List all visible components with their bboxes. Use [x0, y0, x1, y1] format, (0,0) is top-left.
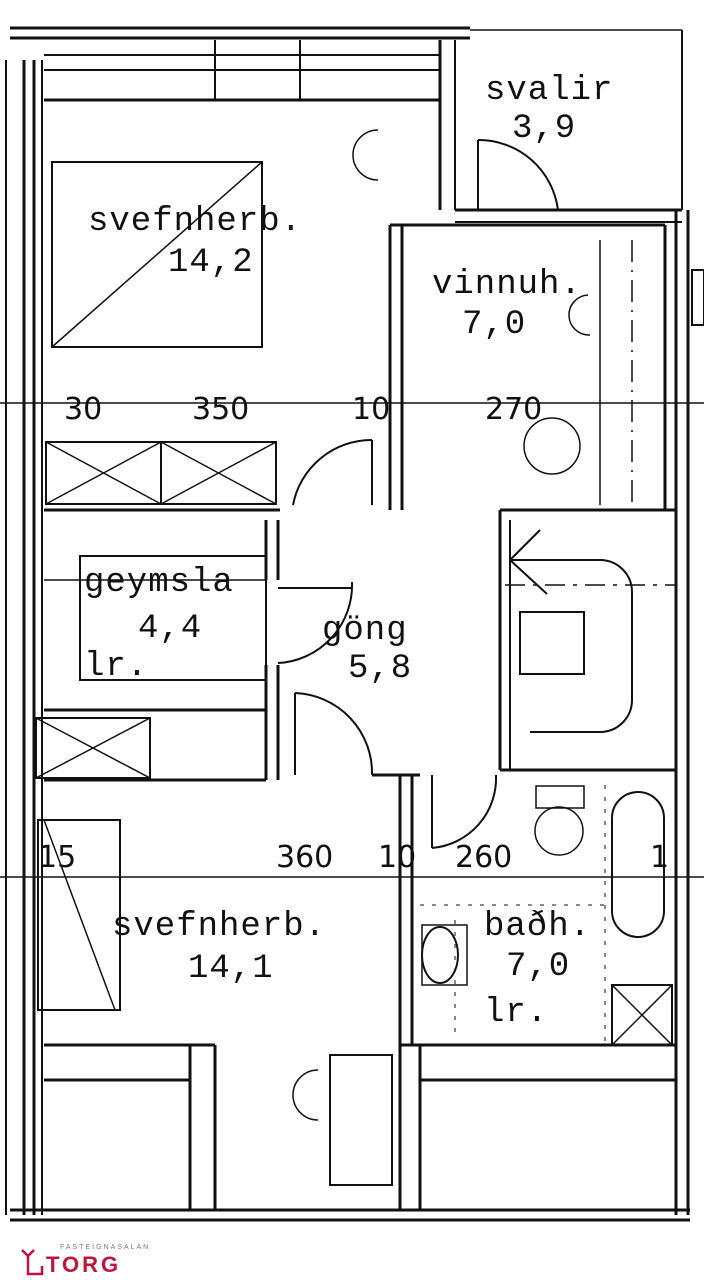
- room-label-office: vinnuh.: [432, 266, 582, 304]
- logo-mark-icon: [21, 1249, 44, 1276]
- room-label-bathroom: baðh.: [484, 908, 592, 946]
- dimension-top-0: 30: [64, 392, 103, 427]
- logo-name: TORG: [46, 1252, 122, 1277]
- room-area-storage: 4,4: [138, 610, 203, 648]
- dimension-bottom-3: 260: [455, 840, 513, 875]
- exterior-walls: [5, 26, 690, 1222]
- room-label-svalir: svalir: [485, 72, 614, 110]
- room-label-bedroom-1: svefnherb.: [88, 203, 303, 241]
- room-area-bathroom: 7,0: [506, 948, 571, 986]
- dimension-top-3: 270: [485, 392, 543, 427]
- room-area-office: 7,0: [462, 306, 527, 344]
- logo-subtitle: FASTEIGNASALAN: [60, 1244, 151, 1251]
- room-area-svalir: 3,9: [512, 110, 577, 148]
- dimension-bottom-2: 10: [378, 840, 417, 875]
- dimension-top-2: 10: [352, 392, 391, 427]
- room-area-bedroom-2: 14,1: [188, 950, 274, 988]
- room-label-hallway: göng: [322, 612, 408, 650]
- room-note-storage: lr.: [84, 648, 149, 686]
- dimension-top-1: 350: [192, 392, 250, 427]
- dimension-bottom-0: 15: [38, 840, 77, 875]
- room-label-storage: geymsla: [84, 564, 234, 602]
- room-note-bathroom: lr.: [484, 994, 549, 1032]
- torg-logo: FASTEIGNASALAN TORG: [14, 1244, 154, 1278]
- room-area-hallway: 5,8: [348, 650, 413, 688]
- dimension-bottom-4: 1: [650, 840, 670, 875]
- room-area-bedroom-1: 14,2: [168, 244, 254, 282]
- room-label-bedroom-2: svefnherb.: [112, 908, 327, 946]
- dimension-bottom-1: 360: [276, 840, 334, 875]
